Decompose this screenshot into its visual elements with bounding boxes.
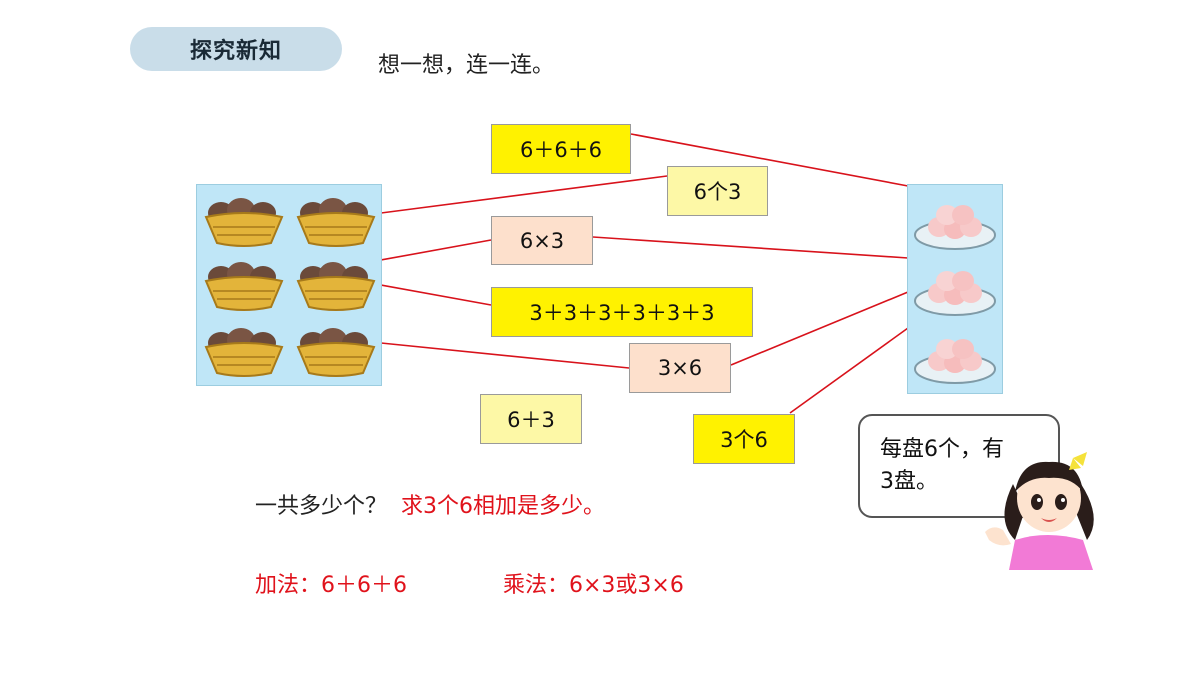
basket-icon	[204, 262, 284, 311]
addition-formula: 加法：6＋6＋6	[255, 573, 407, 598]
connector-c1-plates	[630, 133, 909, 187]
connector-c3-baskets	[380, 239, 492, 261]
basket-icon	[296, 198, 376, 247]
question-answer: 求3个6相加是多少。	[401, 494, 606, 519]
card-three-groups-of-six[interactable]: 3个6	[693, 414, 795, 464]
peach-plate-icon	[914, 339, 996, 384]
card-six-plus-three[interactable]: 6＋3	[480, 394, 582, 444]
connector-c3-plates	[592, 236, 909, 259]
connector-c4-baskets	[380, 284, 492, 306]
basket-icon	[204, 328, 284, 377]
peach-picture	[907, 184, 1003, 394]
basket-icon	[296, 328, 376, 377]
card-three-times-six[interactable]: 3×6	[629, 343, 731, 393]
card-six-times-three[interactable]: 6×3	[491, 216, 593, 265]
connector-c7-plates	[789, 327, 909, 414]
card-three-repeated-addition[interactable]: 3＋3＋3＋3＋3＋3	[491, 287, 753, 337]
basket-icon	[296, 262, 376, 311]
connector-c2-baskets	[380, 175, 668, 214]
connector-c5-baskets	[380, 342, 630, 369]
card-six-plus-six-plus-six[interactable]: 6＋6＋6	[491, 124, 631, 174]
multiplication-formula: 乘法：6×3或3×6	[503, 573, 684, 598]
speech-line-1: 每盘6个，有	[880, 437, 1004, 462]
question-prompt: 一共多少个？	[255, 494, 388, 519]
instruction-text: 想一想，连一连。	[378, 53, 555, 78]
peach-plate-icon	[914, 205, 996, 250]
section-tag: 探究新知	[130, 27, 342, 71]
card-six-groups-of-three[interactable]: 6个3	[667, 166, 768, 216]
question-line: 一共多少个？ 求3个6相加是多少。	[255, 488, 605, 520]
speech-line-2: 3盘。	[880, 469, 938, 494]
basket-picture	[196, 184, 382, 386]
girl-illustration	[985, 452, 1094, 570]
basket-icon	[204, 198, 284, 247]
peach-plate-icon	[914, 271, 996, 316]
connector-c5-plates	[730, 291, 909, 366]
